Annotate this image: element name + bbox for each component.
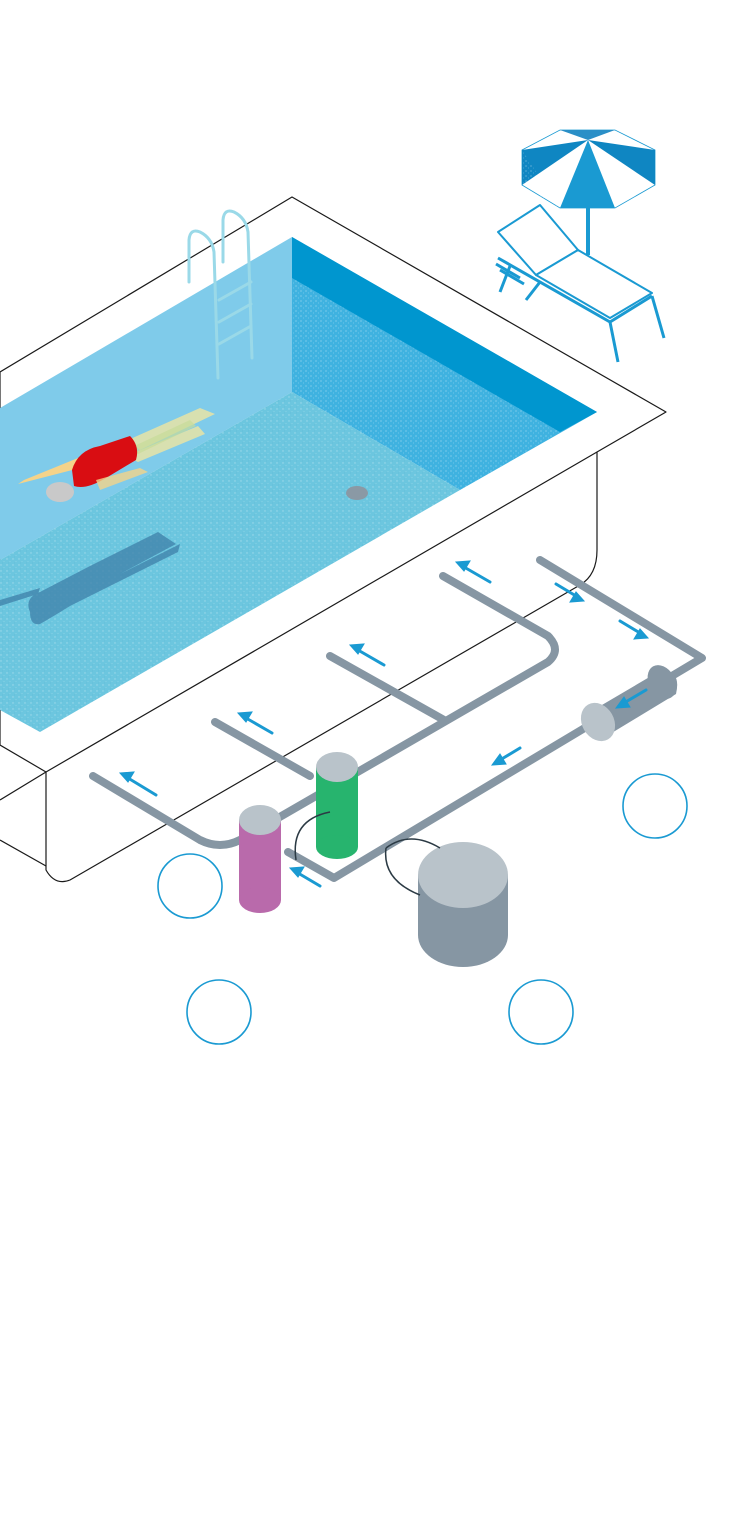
flow-arrow-2 (236, 711, 274, 735)
pool-wall-rim (292, 237, 597, 432)
pump-unit (418, 842, 508, 967)
umbrella-panel-1 (522, 140, 588, 185)
ladder (187, 209, 254, 380)
pool-slab-left-edge (0, 839, 47, 867)
pool-water-surface (0, 237, 292, 560)
heater-outlet-pipe (284, 716, 602, 882)
flow-arrow-1 (118, 771, 158, 797)
umbrella-panel-5 (522, 150, 560, 208)
flow-arrows (118, 560, 650, 888)
hotspot-heater[interactable] (622, 773, 688, 839)
return-pipe-2 (211, 718, 314, 780)
flow-arrow-6 (618, 619, 650, 640)
return-pipe-3 (326, 652, 448, 724)
return-pipe-1 (89, 572, 559, 849)
swimmer-suit (72, 436, 138, 487)
flow-arrow-9 (288, 866, 322, 888)
flow-arrow-8 (490, 746, 522, 766)
sun-lounger (495, 204, 666, 363)
green-filter (316, 752, 358, 859)
heater-cylinder (580, 665, 678, 742)
flow-arrow-5 (554, 582, 586, 603)
magenta-filter (239, 805, 281, 913)
swimmer (18, 408, 215, 502)
flow-arrow-3 (348, 643, 386, 667)
swimmer-shadow (0, 532, 180, 625)
hotspot-pump-right[interactable] (508, 979, 574, 1045)
swimmer-head (46, 482, 74, 502)
beach-umbrella (521, 129, 656, 255)
flow-arrow-4 (454, 560, 492, 584)
swimmer-legs-back (130, 420, 196, 456)
floor-drain (346, 486, 368, 500)
pool-basin (0, 196, 667, 883)
umbrella-panel-3 (588, 140, 655, 185)
pool-slab-front (0, 451, 598, 801)
equipment-cables (294, 811, 441, 896)
hotspot-pump-left[interactable] (186, 979, 252, 1045)
flow-arrow-7 (614, 688, 648, 709)
umbrella-panel-2 (560, 130, 615, 140)
pool-floor-speckle (0, 392, 460, 732)
swimmer-arm-front (18, 458, 80, 484)
swimmer-arm-back (96, 468, 148, 490)
umbrella-panel-4 (560, 140, 615, 208)
pool-wall-speckle (292, 278, 560, 490)
hotspot-magenta-filter[interactable] (157, 853, 223, 919)
hotspot-markers (157, 773, 688, 1045)
